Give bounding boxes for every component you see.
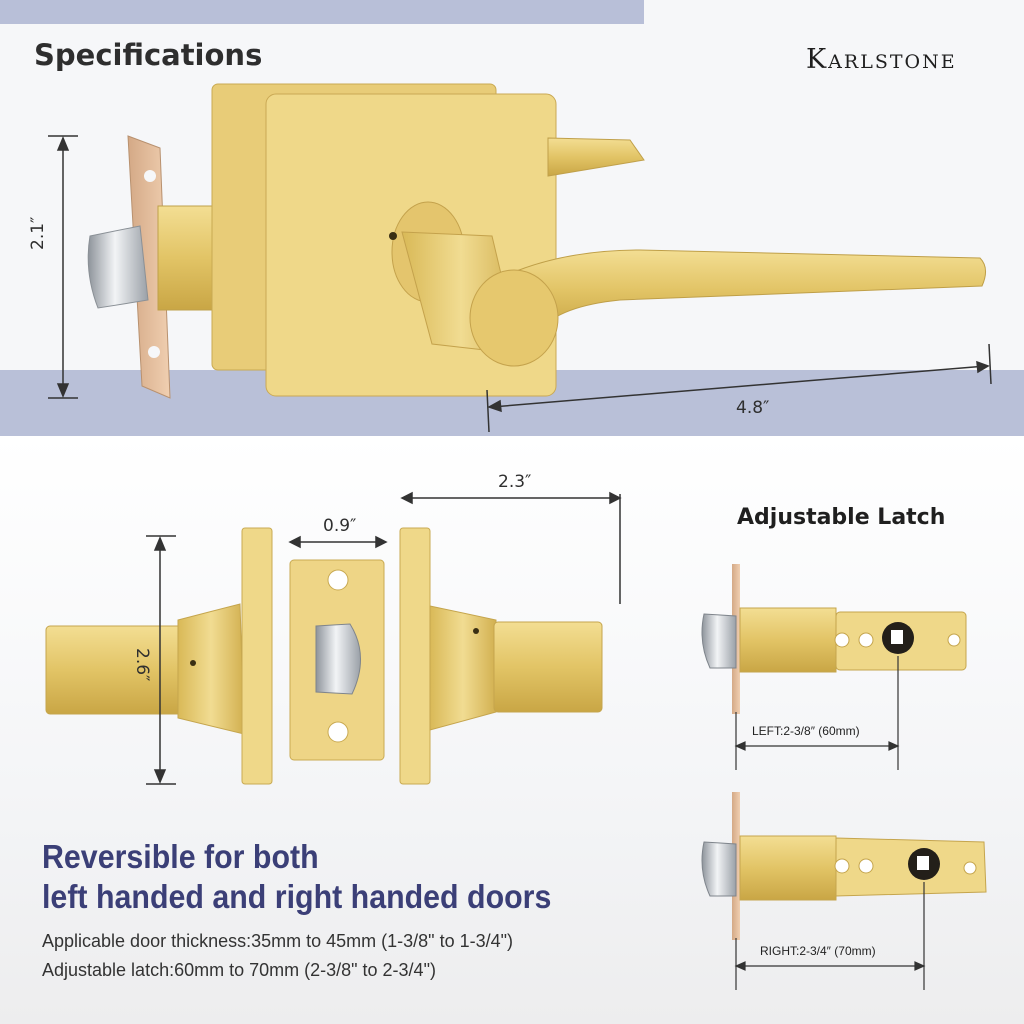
latch-left-label: LEFT:2-3/8″ (60mm) (752, 724, 860, 738)
latch-right-setting (701, 792, 987, 940)
page-title: Specifications (34, 38, 263, 72)
dim-line-latch-right (734, 882, 926, 990)
door-thickness-text: Applicable door thickness:35mm to 45mm (… (42, 931, 513, 951)
dim-label-plate-width: 0.9″ (323, 516, 357, 536)
dim-line-rose-span (400, 491, 622, 604)
left-rose-plate (241, 527, 273, 785)
faceplate-screw-hole (144, 170, 156, 182)
dim-label-backset-height: 2.1″ (28, 216, 48, 250)
exploded-view (45, 527, 603, 785)
top-accent-band (0, 0, 644, 24)
dim-line-latch-left (734, 656, 900, 770)
dim-line-plate-width (288, 535, 388, 549)
latch-bolt (87, 225, 149, 309)
faceplate-screw-hole (148, 346, 160, 358)
dim-line-rose-height (146, 535, 176, 785)
reversible-heading-line1: Reversible for both (42, 838, 319, 875)
dim-label-lever-length: 4.8″ (736, 398, 770, 418)
dim-line-backset-height (48, 135, 78, 399)
reversible-heading-line2: left handed and right handed doors (42, 878, 552, 915)
latch-faceplate (127, 135, 171, 399)
back-lever (547, 137, 645, 177)
brand-logo: Karlstone (806, 44, 957, 75)
left-hub (177, 603, 245, 735)
strike-box (315, 623, 361, 695)
adjustable-latch-title: Adjustable Latch (737, 505, 946, 530)
latch-left-setting (701, 564, 967, 714)
lever-assembly (87, 83, 986, 399)
right-spindle (493, 621, 603, 713)
right-hub (429, 605, 497, 731)
latch-right-label: RIGHT:2-3/4″ (70mm) (760, 944, 876, 958)
dim-line-lever-length (486, 343, 992, 433)
right-rose-plate (399, 527, 431, 785)
dim-label-rose-height: 2.6″ (132, 648, 152, 682)
privacy-hole (389, 232, 397, 240)
left-spindle (45, 625, 187, 715)
bottom-panel (0, 436, 1024, 1024)
lever-arm (499, 249, 986, 331)
dim-label-rose-span: 2.3″ (498, 472, 532, 492)
latch-range-text: Adjustable latch:60mm to 70mm (2-3/8" to… (42, 960, 436, 980)
lever-hub (469, 269, 559, 367)
